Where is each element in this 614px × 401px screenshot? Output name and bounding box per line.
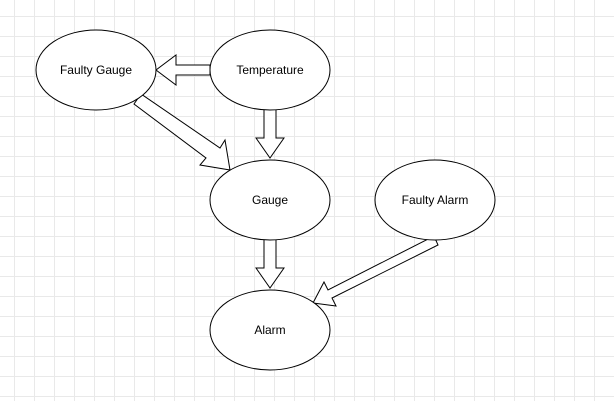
node-temperature-label: Temperature bbox=[236, 63, 304, 77]
edge-gauge-to-alarm[interactable] bbox=[255, 237, 285, 289]
node-alarm[interactable]: Alarm bbox=[209, 289, 331, 371]
edge-temperature-to-gauge[interactable] bbox=[255, 107, 285, 159]
node-temperature[interactable]: Temperature bbox=[209, 29, 331, 111]
nodes: Faulty Gauge Temperature Gauge Faulty Al… bbox=[35, 29, 496, 371]
node-faulty-alarm-shape bbox=[374, 159, 496, 241]
node-faulty-gauge-label: Faulty Gauge bbox=[60, 63, 132, 77]
edges bbox=[133, 54, 439, 307]
node-faulty-alarm[interactable]: Faulty Alarm bbox=[374, 159, 496, 241]
node-gauge[interactable]: Gauge bbox=[209, 159, 331, 241]
node-faulty-alarm-label: Faulty Alarm bbox=[402, 193, 469, 207]
node-temperature-shape bbox=[209, 29, 331, 111]
node-gauge-shape bbox=[209, 159, 331, 241]
edge-faulty-gauge-to-gauge[interactable] bbox=[133, 93, 231, 171]
node-gauge-label: Gauge bbox=[252, 193, 288, 207]
node-faulty-gauge[interactable]: Faulty Gauge bbox=[35, 29, 157, 111]
node-alarm-shape bbox=[209, 289, 331, 371]
edge-faulty-alarm-to-alarm[interactable] bbox=[312, 235, 439, 307]
node-alarm-label: Alarm bbox=[254, 323, 285, 337]
node-faulty-gauge-shape bbox=[35, 29, 157, 111]
edge-temperature-to-faulty-gauge[interactable] bbox=[155, 54, 211, 86]
